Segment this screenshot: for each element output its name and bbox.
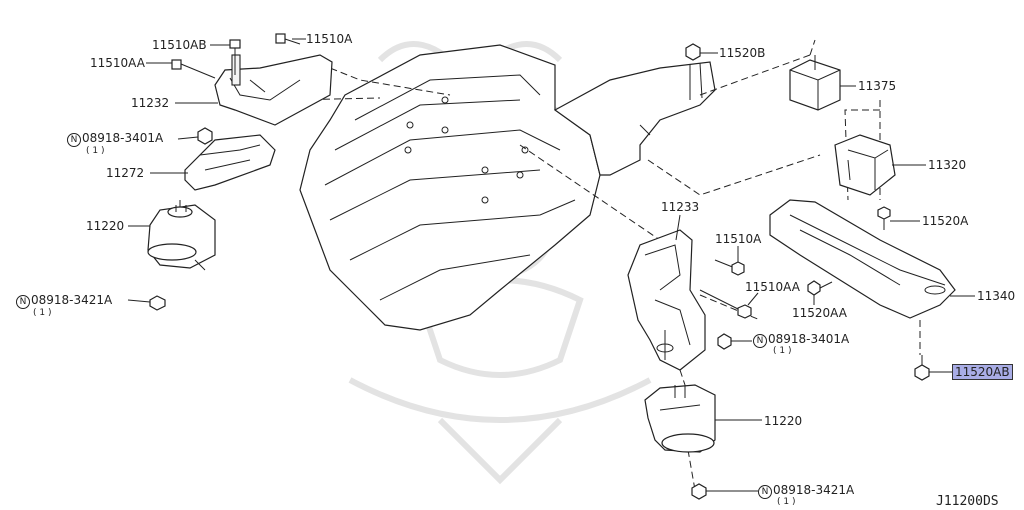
engine-mount-bracket-11232 xyxy=(214,54,333,126)
nut-08918-3401A-left xyxy=(197,127,213,145)
n-circle-icon: N xyxy=(16,295,30,309)
engine-mount-11220-left xyxy=(147,204,216,271)
part-number: 08918-3421A xyxy=(773,483,855,497)
label-11375[interactable]: 11375 xyxy=(858,79,897,93)
bolt-11510AA-mid xyxy=(699,289,752,319)
label-11320[interactable]: 11320 xyxy=(928,158,967,172)
label-11510A-mid[interactable]: 11510A xyxy=(715,232,762,246)
qty-label: ( 1 ) xyxy=(773,346,792,356)
bolt-11520AB xyxy=(914,355,930,381)
nut-08918-3421A-left xyxy=(149,295,166,311)
transmission-housing xyxy=(553,61,716,176)
insulator-11375 xyxy=(789,55,841,111)
mount-11320 xyxy=(834,134,896,196)
bolt-11510A-mid xyxy=(714,259,745,276)
label-11520B[interactable]: 11520B xyxy=(719,46,766,60)
label-11340[interactable]: 11340 xyxy=(977,289,1016,303)
engine-mount-11220-bottom xyxy=(644,384,716,453)
label-11220-bottom[interactable]: 11220 xyxy=(764,414,803,428)
label-11520AB-highlighted[interactable]: 11520AB xyxy=(952,364,1013,380)
bracket-11272 xyxy=(184,134,276,191)
label-11232[interactable]: 11232 xyxy=(131,96,170,110)
label-11510AA-left[interactable]: 11510AA xyxy=(90,56,145,70)
nut-08918-3421A-bottom xyxy=(691,483,707,500)
n-circle-icon: N xyxy=(67,133,81,147)
qty-label: ( 1 ) xyxy=(33,308,52,318)
bolt-11510AA-left xyxy=(171,59,216,79)
nut-11520B xyxy=(685,43,701,61)
label-11233[interactable]: 11233 xyxy=(661,200,700,214)
label-11510A-top[interactable]: 11510A xyxy=(306,32,353,46)
part-number: 08918-3401A xyxy=(768,332,850,346)
qty-label: ( 1 ) xyxy=(777,497,796,507)
part-number: 08918-3421A xyxy=(31,293,113,307)
crossmember-11340 xyxy=(769,199,956,319)
label-11220-left[interactable]: 11220 xyxy=(86,219,125,233)
label-11510AA-mid[interactable]: 11510AA xyxy=(745,280,800,294)
bolt-11520AA xyxy=(807,280,833,296)
diagram-code: J11200DS xyxy=(936,494,999,509)
part-number: 08918-3401A xyxy=(82,131,164,145)
qty-label: ( 1 ) xyxy=(86,146,105,156)
n-circle-icon: N xyxy=(758,485,772,499)
bolt-11520A-right xyxy=(877,206,891,230)
label-11520AA[interactable]: 11520AA xyxy=(792,306,847,320)
bolt-11510AB xyxy=(229,39,241,75)
leader-lines xyxy=(127,38,975,492)
bolt-11510A-top xyxy=(275,33,301,45)
engine-block xyxy=(299,44,601,331)
label-11272[interactable]: 11272 xyxy=(106,166,145,180)
n-circle-icon: N xyxy=(753,334,767,348)
label-11510AB-left[interactable]: 11510AB xyxy=(152,38,207,52)
bracket-11233 xyxy=(627,229,706,371)
nut-08918-3401A-mid xyxy=(717,333,732,350)
label-11520A-right[interactable]: 11520A xyxy=(922,214,969,228)
